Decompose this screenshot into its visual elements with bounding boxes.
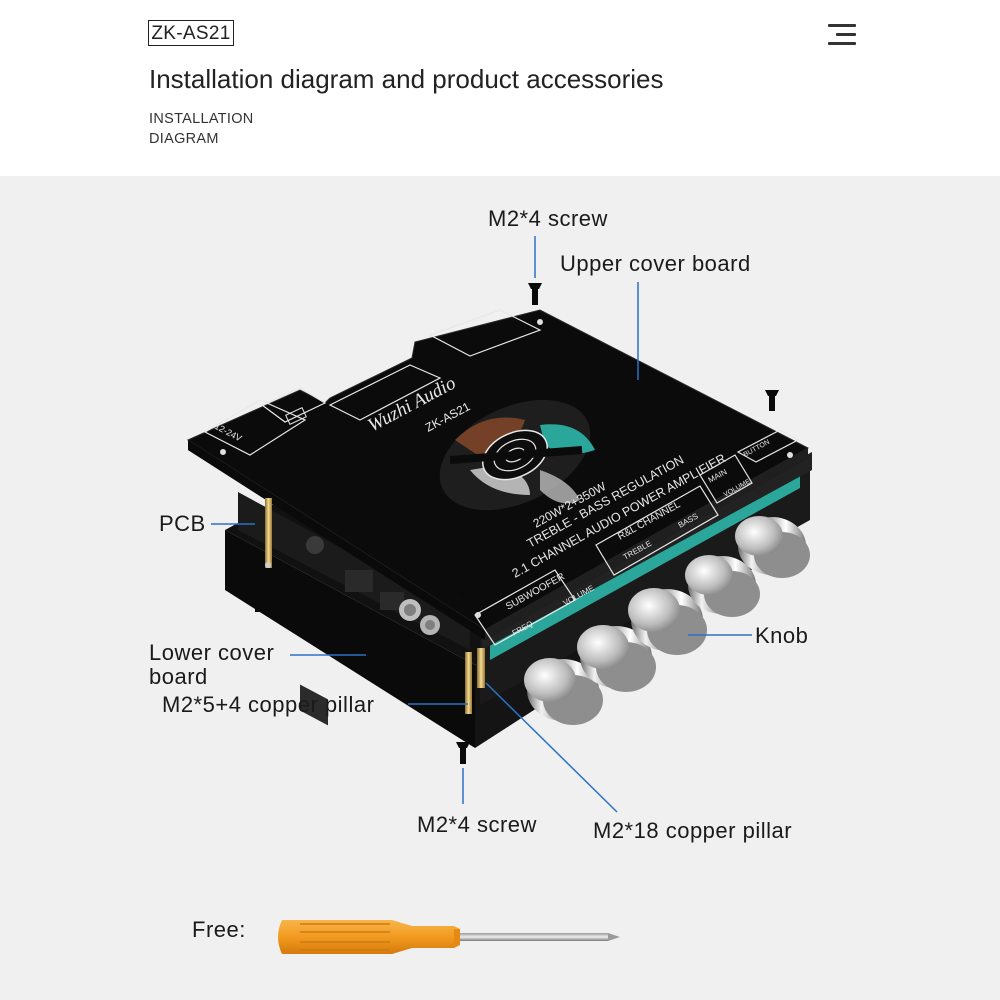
upper-cover-board bbox=[186, 309, 810, 646]
subtitle-line-2: DIAGRAM bbox=[149, 131, 219, 147]
label-pillar-small: M2*5+4 copper pillar bbox=[162, 692, 375, 717]
screw-mid bbox=[458, 590, 466, 598]
knob-4 bbox=[685, 555, 760, 617]
screwdriver bbox=[278, 920, 620, 954]
knob-5 bbox=[735, 516, 810, 578]
screw-bottom-center bbox=[456, 742, 470, 764]
pcb-layer bbox=[238, 492, 470, 726]
label-knob: Knob bbox=[755, 623, 809, 648]
page-title: Installation diagram and product accesso… bbox=[149, 64, 664, 94]
label-pillar-long: M2*18 copper pillar bbox=[593, 818, 793, 843]
knob-3 bbox=[628, 588, 707, 655]
model-badge: ZK-AS21 bbox=[148, 20, 234, 46]
label-pcb: PCB bbox=[159, 511, 206, 536]
leader-line-pillar-long bbox=[485, 682, 618, 813]
knob-1 bbox=[524, 658, 603, 725]
screw-bottom-left bbox=[251, 590, 265, 612]
subtitle-line-1: INSTALLATION bbox=[149, 111, 254, 127]
label-upper-cover-board: Upper cover board bbox=[560, 251, 751, 276]
label-screw-bottom: M2*4 screw bbox=[417, 812, 537, 837]
long-copper-pillar bbox=[477, 648, 485, 688]
label-lower-cover-line-2: board bbox=[149, 664, 208, 689]
menu-icon[interactable] bbox=[826, 22, 856, 48]
screw-top-left bbox=[528, 283, 542, 305]
page-subtitle: INSTALLATION DIAGRAM bbox=[149, 109, 349, 149]
label-lower-cover-line-1: Lower cover bbox=[149, 640, 275, 665]
short-copper-pillars bbox=[265, 498, 472, 714]
label-screw-top: M2*4 screw bbox=[488, 206, 608, 231]
header: ZK-AS21 Installation diagram and product… bbox=[0, 0, 1000, 176]
knob-2 bbox=[577, 625, 656, 692]
screw-top-right bbox=[765, 390, 779, 411]
label-free: Free: bbox=[192, 917, 246, 942]
label-lower-cover-board: Lower cover board bbox=[149, 641, 274, 689]
